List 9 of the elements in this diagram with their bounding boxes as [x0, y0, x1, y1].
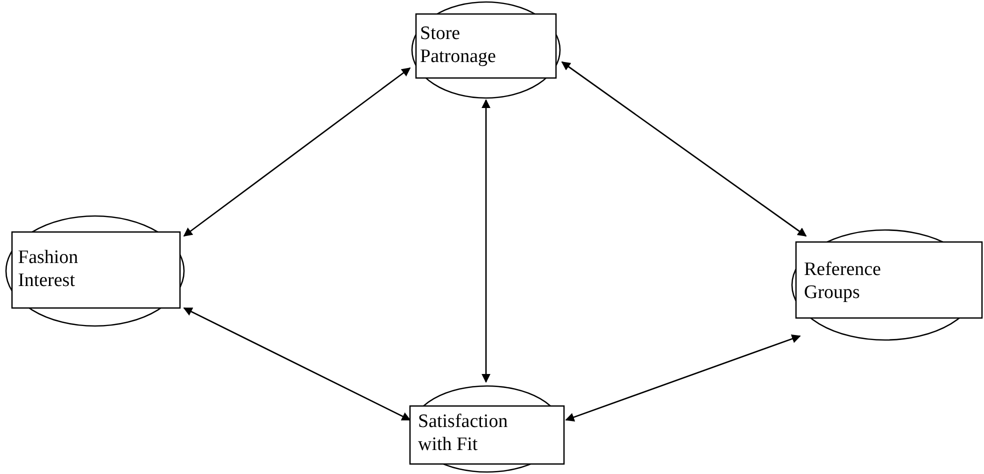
- double-arrow: [183, 67, 411, 237]
- node-label: Satisfaction with Fit: [418, 410, 509, 456]
- double-arrow: [565, 334, 801, 422]
- double-arrow: [482, 99, 490, 383]
- node-label: Fashion Interest: [18, 246, 80, 292]
- double-arrow: [561, 61, 807, 237]
- node-label: Store Patronage: [420, 22, 497, 68]
- double-arrow: [183, 307, 411, 421]
- node-label: Reference Groups: [804, 258, 882, 304]
